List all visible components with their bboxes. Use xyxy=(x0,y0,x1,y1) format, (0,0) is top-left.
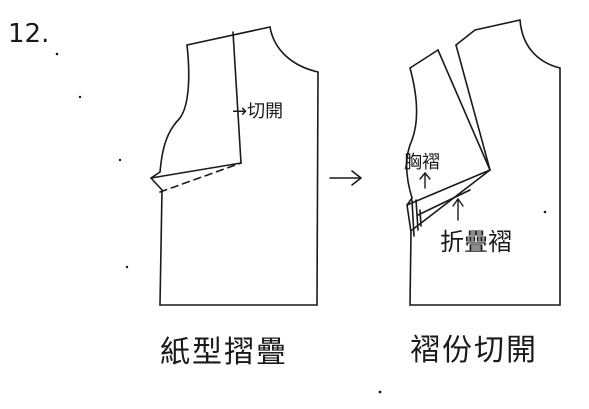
transform-arrow xyxy=(329,170,362,186)
left-neckline xyxy=(269,26,319,73)
right-fold-mid-line xyxy=(417,189,471,216)
left-bodice-pattern xyxy=(150,26,319,306)
dart-label-pointer xyxy=(419,171,431,189)
right-shoulder-left xyxy=(409,49,439,69)
right-side-seam-lower xyxy=(409,231,412,306)
right-fold-hatch xyxy=(411,199,422,237)
left-center-front-line xyxy=(316,71,319,306)
left-armhole xyxy=(159,44,190,173)
fold-label-pointer xyxy=(452,197,464,221)
right-shoulder-right xyxy=(455,19,521,46)
right-dart-edge-outer xyxy=(437,49,491,171)
figure-number: 12. xyxy=(8,19,49,49)
fold-label: 折疊褶 xyxy=(440,228,512,256)
left-side-notch xyxy=(150,171,163,191)
right-bodice-pattern xyxy=(405,19,561,306)
right-neckline xyxy=(519,19,561,69)
dart-label: 胸褶 xyxy=(404,152,440,173)
left-caption: 紙型摺疊 xyxy=(160,335,288,370)
left-shoulder-line xyxy=(186,26,271,46)
left-dashed-fold-line xyxy=(159,162,242,193)
scan-dots xyxy=(55,52,547,394)
left-side-seam-lower xyxy=(159,189,163,306)
right-fold-line-upper xyxy=(406,169,491,206)
left-dart-leg xyxy=(150,162,242,179)
right-armhole xyxy=(405,67,418,199)
right-caption: 褶份切開 xyxy=(410,333,538,368)
right-dart-edge-inner xyxy=(455,44,491,171)
left-slit-line xyxy=(232,31,242,164)
slit-note-line1: →切開 xyxy=(232,101,283,122)
